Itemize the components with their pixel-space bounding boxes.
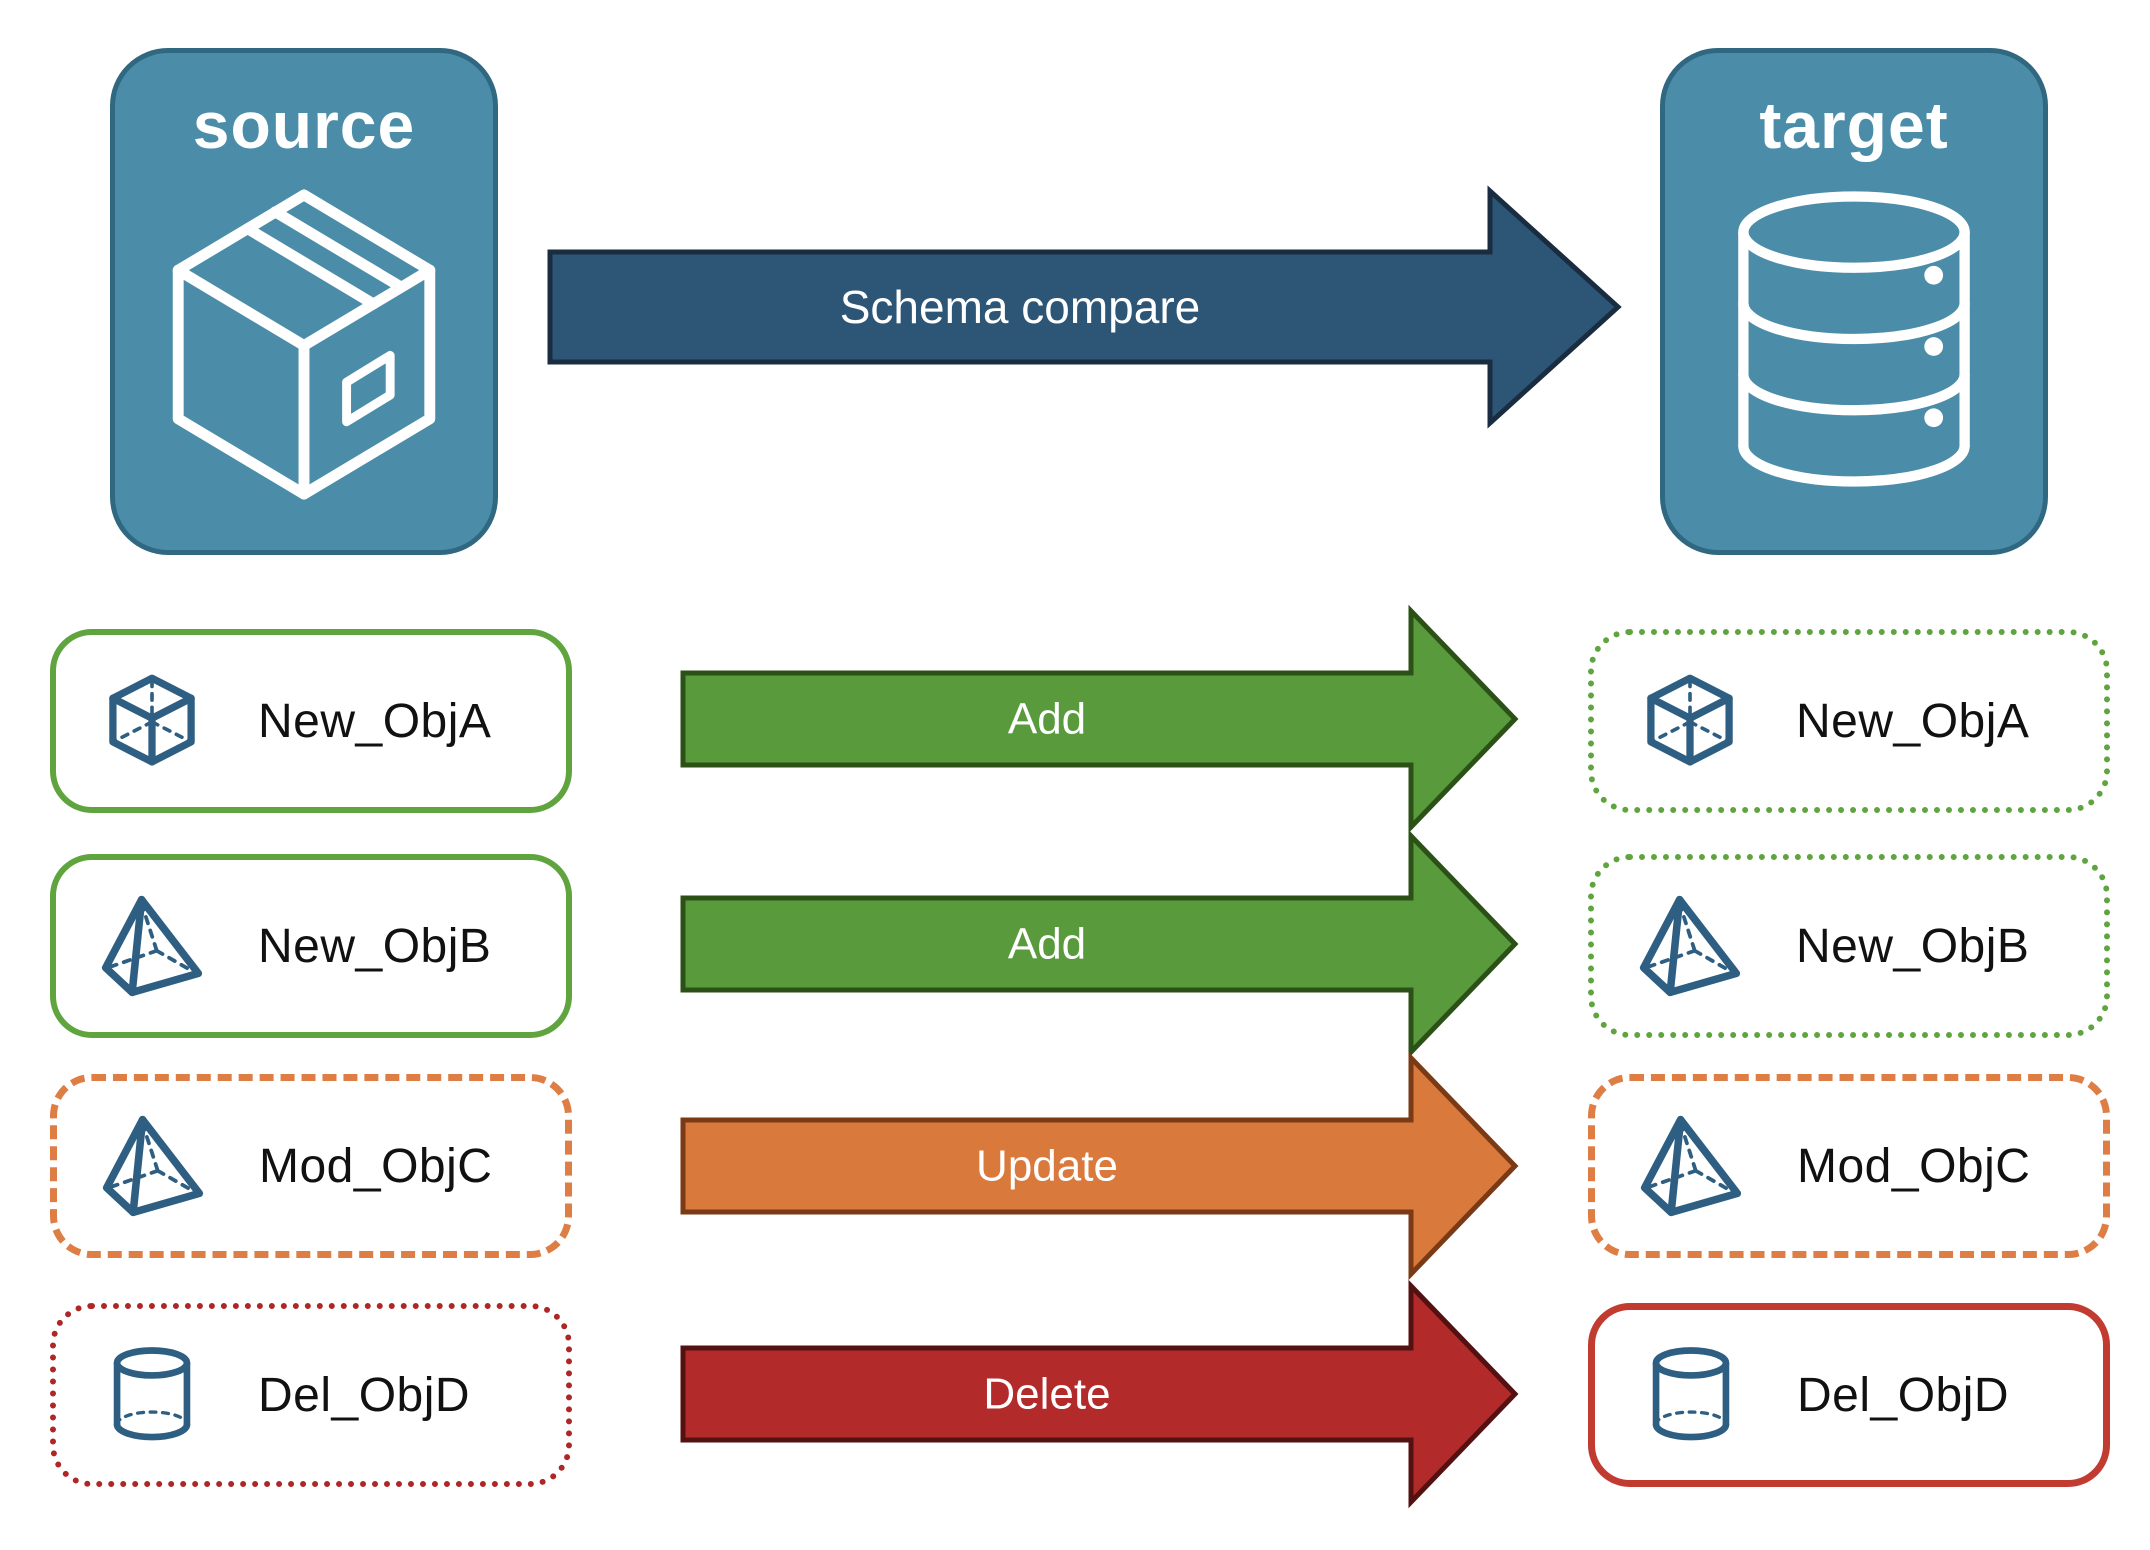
database-icon (1738, 191, 1970, 487)
object-label: New_ObjA (1796, 694, 2030, 748)
source-object-del-objd: Del_ObjD (50, 1303, 572, 1487)
target-node: target (1660, 48, 2048, 555)
object-label: Mod_ObjC (259, 1139, 493, 1193)
object-label: Del_ObjD (258, 1368, 471, 1422)
cube-icon (98, 671, 206, 771)
cylinder-icon (98, 1343, 206, 1447)
source-node: source (110, 48, 498, 555)
update-arrow: Update (680, 1051, 1519, 1281)
cube-icon (1636, 671, 1744, 771)
package-icon (172, 189, 436, 500)
delete-label: Delete (983, 1370, 1110, 1419)
target-object-new-objb: New_ObjB (1588, 854, 2110, 1038)
update-label: Update (976, 1142, 1118, 1191)
object-label: New_ObjB (258, 919, 492, 973)
object-label: Del_ObjD (1797, 1368, 2010, 1422)
add-label-row1: Add (1008, 695, 1086, 744)
object-label: New_ObjB (1796, 919, 2030, 973)
add-arrow-row2: Add (680, 829, 1519, 1059)
source-object-new-obja: New_ObjA (50, 629, 572, 813)
cylinder-icon (1637, 1343, 1745, 1447)
target-object-new-obja: New_ObjA (1588, 629, 2110, 813)
delete-arrow: Delete (680, 1279, 1519, 1509)
object-label: New_ObjA (258, 694, 492, 748)
schema-compare-arrow: Schema compare (547, 185, 1622, 429)
pyramid-icon (1637, 1114, 1745, 1218)
target-object-mod-objc: Mod_ObjC (1588, 1074, 2110, 1258)
schema-compare-label: Schema compare (840, 281, 1201, 333)
target-object-del-objd: Del_ObjD (1588, 1303, 2110, 1487)
add-label-row2: Add (1008, 920, 1086, 969)
object-label: Mod_ObjC (1797, 1139, 2031, 1193)
source-object-mod-objc: Mod_ObjC (50, 1074, 572, 1258)
target-title: target (1759, 88, 1949, 162)
add-arrow-row1: Add (680, 604, 1519, 834)
pyramid-icon (1636, 894, 1744, 998)
source-title: source (192, 88, 416, 162)
pyramid-icon (98, 894, 206, 998)
source-object-new-objb: New_ObjB (50, 854, 572, 1038)
pyramid-icon (99, 1114, 207, 1218)
